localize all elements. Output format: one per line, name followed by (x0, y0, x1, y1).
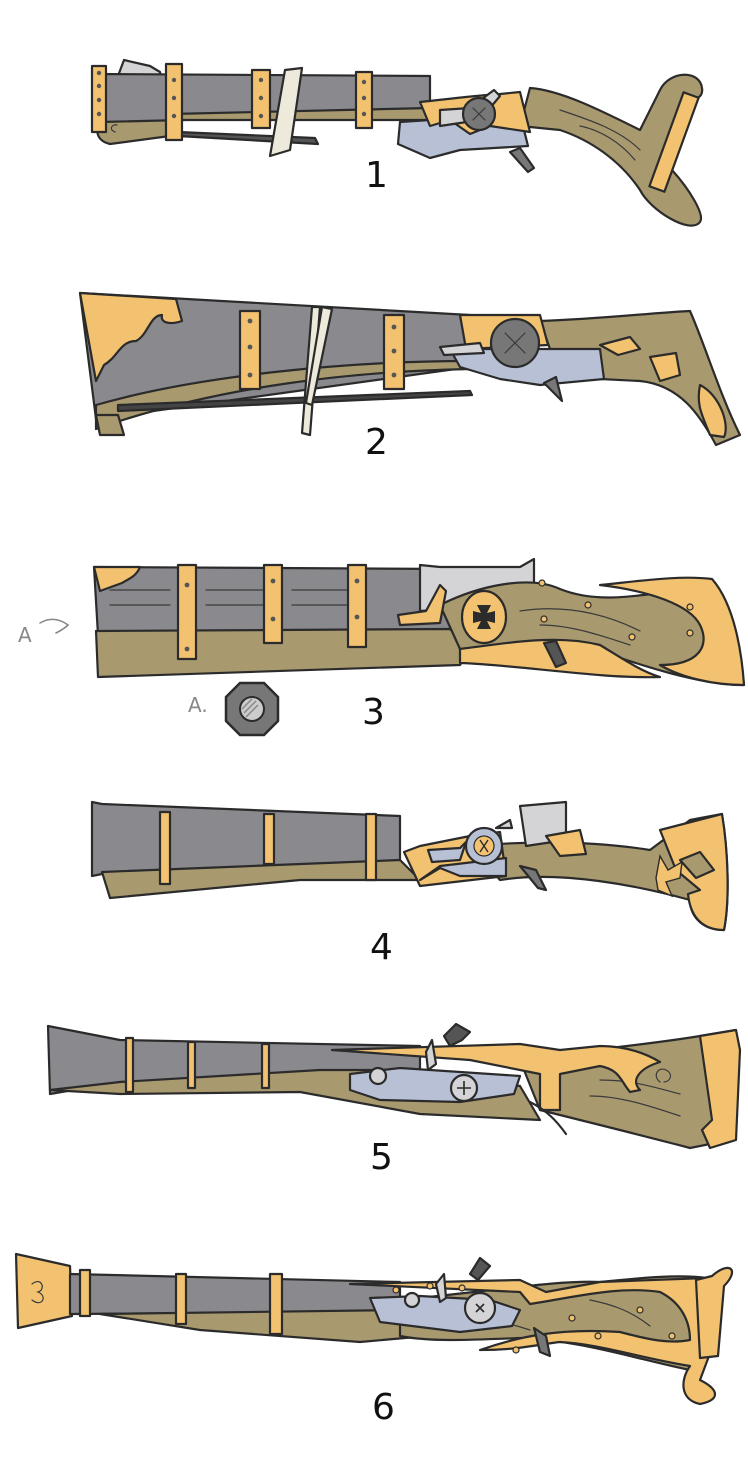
flared-brass-muzzle (14, 1252, 74, 1330)
frizzen (434, 1272, 448, 1304)
lock-plate (348, 1066, 522, 1104)
trigger (528, 1100, 568, 1136)
barrel-band (268, 1272, 284, 1336)
bore-icon (239, 696, 265, 722)
barrel-band (346, 563, 368, 649)
ramrod (176, 130, 320, 146)
x-icon (475, 1303, 485, 1313)
trigger (518, 864, 548, 892)
design-label: 5 (370, 1137, 393, 1178)
barrel-band (176, 563, 198, 661)
frizzen (494, 818, 514, 830)
design-label: 3 (362, 692, 385, 733)
musket-design-2: 2 (0, 285, 748, 475)
musket-3-drawing (92, 557, 746, 687)
barrel-band (124, 1036, 135, 1094)
trigger (532, 1326, 552, 1358)
octagonal-cross-section (224, 681, 280, 737)
screw (403, 1291, 421, 1309)
cock (468, 1256, 492, 1282)
lock-plate (448, 347, 606, 387)
musket-2-drawing (78, 291, 742, 447)
musket-design-6: 6 (0, 1240, 748, 1460)
stock (538, 309, 742, 447)
barrel-band (364, 812, 378, 882)
cross-inlay-icon (655, 853, 683, 898)
barrel-band (78, 1268, 92, 1318)
musket-design-5: 5 (0, 1010, 748, 1190)
butt-plate (694, 1266, 734, 1360)
cloth-strap (268, 66, 304, 158)
trigger (542, 639, 568, 669)
musket-1-drawing (90, 58, 704, 227)
musket-6-drawing (14, 1252, 734, 1406)
brass-side-plate (330, 1042, 662, 1112)
arrow-icon (39, 618, 70, 634)
ramrod (116, 389, 474, 413)
fore-cap (94, 413, 126, 437)
design-label: 2 (365, 422, 388, 463)
barrel-band (260, 1042, 271, 1090)
cross-icon (473, 605, 495, 629)
barrel-band (158, 810, 172, 886)
forestock (100, 858, 422, 900)
musket-design-4: 4 (0, 790, 748, 980)
barrel-band (238, 309, 262, 391)
muzzle-brass-ornament (78, 291, 184, 383)
musket-design-3: A A. 3 (0, 545, 748, 755)
stock-inlay (648, 351, 682, 383)
arrow-annotation-label: A (18, 623, 32, 647)
trigger (542, 375, 564, 403)
barrel-band (186, 1040, 197, 1090)
barrel-band (164, 62, 184, 142)
barrel-band (262, 812, 276, 866)
frizzen (424, 1038, 438, 1072)
cross-section-label: A. (188, 693, 208, 717)
barrel-band (174, 1272, 188, 1326)
cross-icon (479, 839, 489, 853)
cock (442, 1022, 472, 1048)
screw (368, 1066, 388, 1086)
stock-inlay (598, 335, 642, 357)
butt-plate (698, 1028, 742, 1150)
plus-icon (457, 1081, 471, 1095)
cock (438, 341, 486, 357)
brass-tang (544, 828, 588, 858)
musket-5-drawing (46, 1022, 742, 1150)
stock-brass-inlay (598, 576, 746, 687)
barrel (68, 1272, 402, 1316)
design-label: 1 (365, 155, 388, 196)
design-label: 4 (370, 927, 393, 968)
design-label: 6 (372, 1387, 395, 1428)
musket-design-1: 1 (0, 40, 748, 240)
stock-inlay (697, 383, 727, 439)
cock (396, 583, 448, 627)
butt-plate (648, 91, 700, 193)
musket-4-drawing (90, 800, 729, 932)
cock (426, 840, 468, 864)
brass-furniture (348, 1276, 717, 1406)
trigger (508, 146, 536, 174)
muzzle-brass (92, 565, 142, 593)
barrel-band (262, 563, 284, 645)
